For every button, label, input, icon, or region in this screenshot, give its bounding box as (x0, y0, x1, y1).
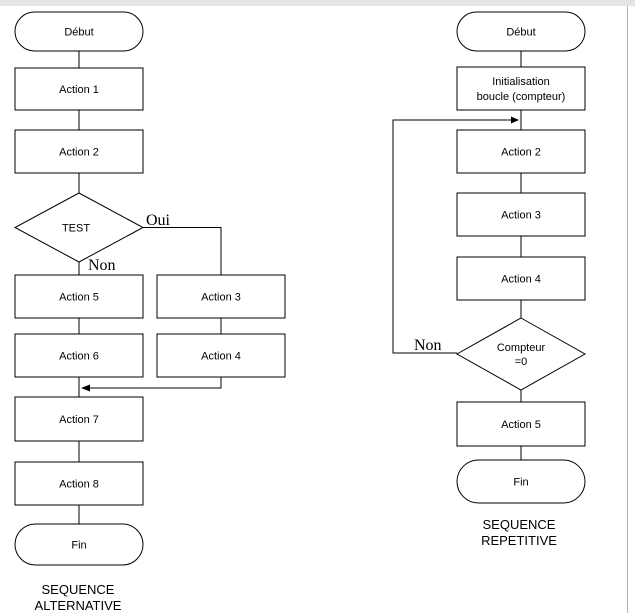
right-flowchart: Début Initialisation boucle (compteur) A… (392, 11, 587, 548)
left-action6-node (14, 333, 144, 378)
left-test-label: TEST (62, 223, 90, 235)
right-no-branch-label: Non (414, 337, 442, 354)
left-action2-label: Action 2 (59, 147, 99, 159)
left-action5-node (14, 274, 144, 319)
right-end-label: Fin (513, 477, 528, 489)
right-action2-node (456, 129, 586, 174)
right-action3-node (456, 192, 586, 237)
window-top-strip (0, 0, 635, 6)
left-test-decision-node (13, 192, 145, 263)
right-caption-line2: REPETITIVE (481, 533, 557, 548)
left-end-label: Fin (71, 540, 86, 552)
right-init-label-line2: boucle (compteur) (477, 91, 566, 103)
right-end-node (456, 459, 586, 504)
left-start-node (14, 11, 144, 52)
left-action7-label: Action 7 (59, 414, 99, 426)
right-action5-node (456, 401, 586, 447)
left-action6-label: Action 6 (59, 351, 99, 363)
left-action5-label: Action 5 (59, 292, 99, 304)
left-action8-label: Action 8 (59, 479, 99, 491)
left-action8-node (14, 461, 144, 506)
left-action3-label: Action 3 (201, 292, 241, 304)
left-action2-node (14, 129, 144, 174)
right-loop-arrowhead-icon (511, 116, 519, 124)
left-flowchart: Début Action 1 Action 2 TEST Oui Non Act… (13, 11, 286, 613)
left-action7-node (14, 396, 144, 442)
left-conn-a4-merge (83, 377, 222, 389)
right-init-node (456, 66, 586, 111)
right-test-label-line2: =0 (515, 356, 528, 368)
right-action2-label: Action 2 (501, 147, 541, 159)
left-end-node (14, 523, 144, 566)
left-caption-line2: ALTERNATIVE (35, 598, 122, 613)
left-action1-node (14, 67, 144, 111)
right-caption-line1: SEQUENCE (483, 517, 556, 532)
right-start-label: Début (506, 27, 535, 39)
left-action4-node (156, 333, 286, 378)
left-no-branch-label: Non (88, 257, 116, 274)
left-caption-line1: SEQUENCE (42, 582, 115, 597)
right-counter-decision-node (455, 317, 587, 391)
right-test-label-line1: Compteur (497, 342, 546, 354)
right-init-label-line1: Initialisation (492, 76, 549, 88)
right-start-node (456, 11, 586, 52)
right-action5-label: Action 5 (501, 419, 541, 431)
left-merge-arrowhead-icon (81, 384, 90, 392)
left-conn-test-yes (143, 227, 222, 275)
right-action4-label: Action 4 (501, 274, 541, 286)
left-yes-branch-label: Oui (146, 212, 171, 229)
left-action1-label: Action 1 (59, 84, 99, 96)
right-loop-back-conn (392, 119, 512, 354)
left-action3-node (156, 274, 286, 319)
left-action4-label: Action 4 (201, 351, 241, 363)
window-right-edge (627, 6, 628, 613)
left-start-label: Début (64, 27, 93, 39)
right-action3-label: Action 3 (501, 210, 541, 222)
right-action4-node (456, 256, 586, 301)
